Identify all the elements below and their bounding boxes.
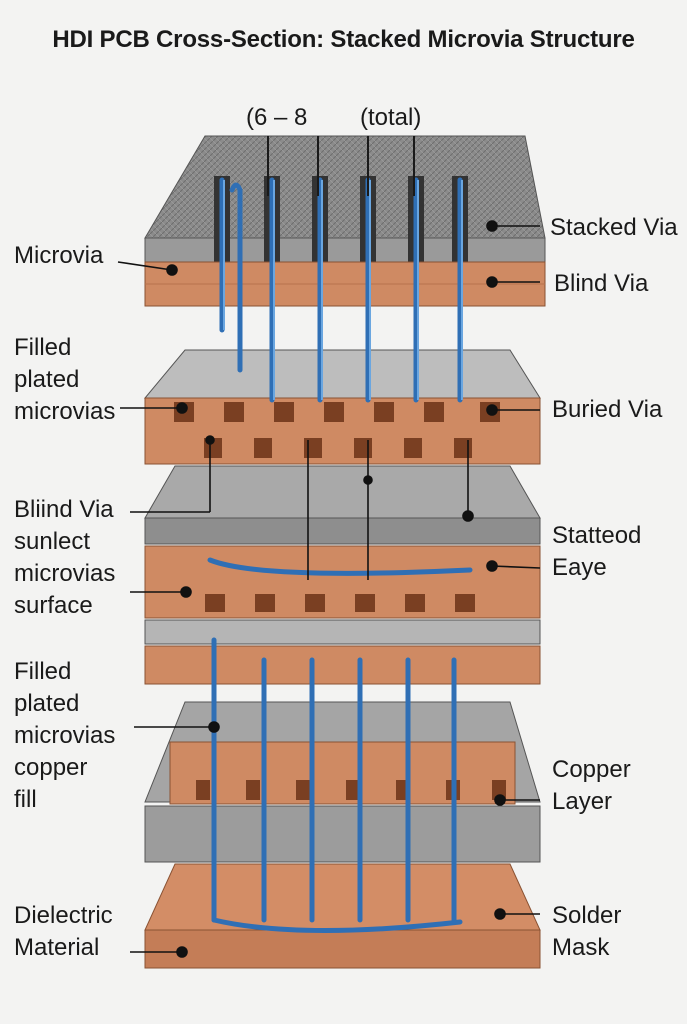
label-blind-via: Blind Via bbox=[554, 270, 649, 297]
label-stacked-via: Stacked Via bbox=[550, 214, 678, 241]
label-buried-via: Buried Via bbox=[552, 396, 663, 423]
label-dielectric-material: Dielectric Material bbox=[14, 902, 113, 961]
top-note-layer-count: (6 – 8 bbox=[246, 104, 308, 131]
label-solder-mask: Solder Mask bbox=[552, 902, 622, 961]
label-copper-layer: Copper Layer bbox=[552, 756, 631, 815]
lower-copper-layer bbox=[169, 741, 516, 805]
stacked-via-highlights bbox=[223, 180, 463, 400]
label-filled-plated-microvias-top: Filled plated microvias bbox=[14, 334, 116, 425]
lower-copper-strip bbox=[144, 645, 541, 685]
top-dielectric-block bbox=[144, 135, 546, 263]
bottom-copper-top bbox=[144, 863, 541, 931]
label-blind-via-surface: Bliind Via sunlect microvias surface bbox=[14, 496, 116, 619]
label-filled-plated-microvias-copper-fill: Filled plated microvias copper fill bbox=[14, 658, 116, 813]
core-pads bbox=[205, 594, 475, 612]
top-note-total: (total) bbox=[360, 104, 422, 131]
bottom-copper-base bbox=[144, 929, 541, 969]
leader-lines bbox=[117, 220, 541, 958]
inner-dielectric-slab bbox=[144, 465, 541, 519]
top-note-lines bbox=[267, 136, 415, 196]
label-statteod-eaye: Statteod Eaye bbox=[552, 522, 642, 581]
label-microvia: Microvia bbox=[14, 242, 104, 269]
stacked-via-wires bbox=[207, 177, 473, 933]
core-dielectric-strip bbox=[144, 619, 541, 645]
core-copper-layer bbox=[144, 545, 541, 619]
middle-dielectric-top bbox=[143, 349, 541, 399]
diagram-title: HDI PCB Cross-Section: Stacked Microvia … bbox=[52, 26, 635, 53]
lower-dielectric-strip bbox=[144, 805, 541, 863]
